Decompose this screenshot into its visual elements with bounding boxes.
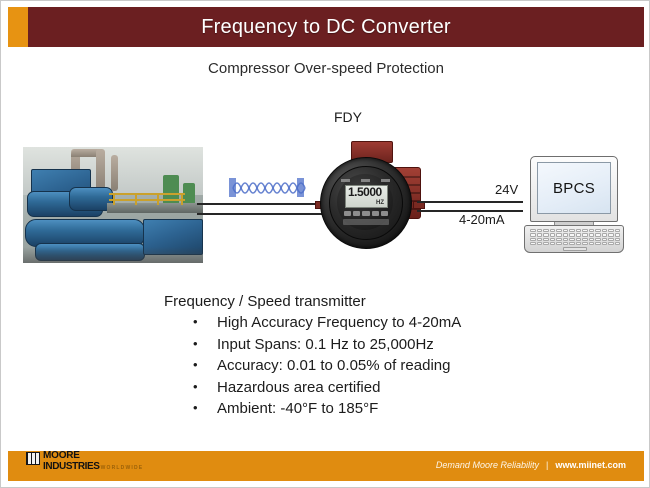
list-item: High Accuracy Frequency to 4-20mA [191,312,584,334]
compressor-railing-post [113,193,115,205]
signal-wire-lower [197,213,323,215]
device-status-indicators [341,178,390,183]
feature-bullet-list: High Accuracy Frequency to 4-20mA Input … [164,312,584,420]
laptop-trackpad [563,247,587,251]
compressor-shadow [23,247,203,263]
loop-wire-lower [417,210,523,212]
compressor-pipe [96,149,105,191]
moore-industries-logo: MOORE INDUSTRIES WORLDWIDE [26,451,143,472]
compressor-cylinder [69,187,113,211]
frequency-transmitter-device: 1.5000 HZ [313,141,425,253]
slide-title-bar: Frequency to DC Converter [8,7,644,47]
list-item: Input Spans: 0.1 Hz to 25,000Hz [191,334,584,356]
current-loop-label: 4-20mA [459,212,505,227]
compressor-railing-post [181,193,183,205]
slide-subtitle: Compressor Over-speed Protection [208,60,444,77]
sine-wave-icon [232,182,306,194]
bpcs-laptop: BPCS [524,156,624,257]
list-item: Hazardous area certified [191,377,584,399]
waveform-marker [297,178,304,197]
laptop-base [524,225,624,253]
signal-wire-upper [197,203,323,205]
laptop-screen: BPCS [537,162,611,214]
footer-separator: | [545,460,549,470]
page-title: Frequency to DC Converter [201,15,451,38]
laptop-lid: BPCS [530,156,618,222]
slide-footer-bar: MOORE INDUSTRIES WORLDWIDE Demand Moore … [8,451,644,481]
compressor-railing-post [157,193,159,205]
device-keypad[interactable] [344,210,389,216]
compressor-deck [107,203,203,213]
compressor-railing [109,193,185,195]
list-item: Ambient: -40°F to 185°F [191,398,584,420]
title-accent-block [8,7,28,47]
device-nameplate [343,219,389,225]
compressor-railing [109,199,185,201]
compressor-railing-post [135,193,137,205]
footer-tagline-group: Demand Moore Reliability | www.miinet.co… [436,460,626,470]
footer-tagline: Demand Moore Reliability [435,460,539,470]
list-item: Accuracy: 0.01 to 0.05% of reading [191,355,584,377]
logo-line-worldwide: WORLDWIDE [100,465,144,471]
device-tag-label: FDY [334,109,362,125]
compressor-pipe [71,149,80,183]
device-lcd-display: 1.5000 HZ [345,185,388,208]
footer-url[interactable]: www.miinet.com [555,460,626,470]
slide-body: Frequency / Speed transmitter High Accur… [164,293,584,421]
lcd-value: 1.5000 [348,185,382,199]
compressor-vessel [183,183,195,207]
loop-wire-upper [417,201,523,203]
bpcs-label: BPCS [552,179,596,197]
compressor-photo [23,147,203,263]
laptop-keyboard [530,229,620,245]
power-label: 24V [495,182,519,197]
logo-line-moore: MOORE [43,450,80,461]
compressor-pipe [71,149,105,157]
logo-mark-icon [26,452,40,465]
body-heading: Frequency / Speed transmitter [164,293,366,310]
logo-line-industries: INDUSTRIES [43,461,100,472]
frequency-waveform-icon [229,177,309,199]
compressor-vessel [163,175,179,205]
lcd-unit: HZ [376,200,384,206]
compressor-pipe [111,155,118,191]
